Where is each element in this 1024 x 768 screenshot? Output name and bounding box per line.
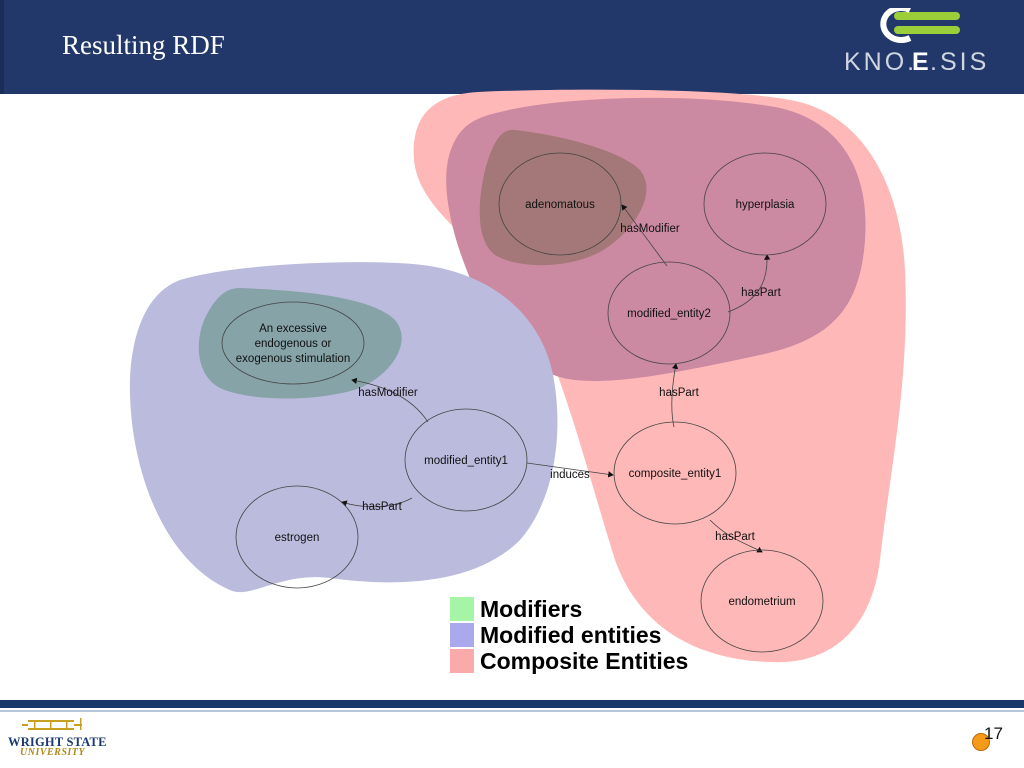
- edge-label-me1-hasmodifier: hasModifier: [358, 387, 418, 399]
- wright-state-name: WRIGHT STATE: [8, 735, 107, 749]
- footer-bar-thin: [0, 710, 1024, 712]
- edge-me1-induces: [526, 462, 614, 478]
- node-hyperplasia: [703, 152, 827, 256]
- svg-text:E: E: [912, 48, 929, 76]
- node-adenomatous: [498, 152, 622, 256]
- edge-label-me1-haspart: hasPart: [362, 501, 402, 513]
- node-estrogen: [235, 485, 359, 589]
- rdf-diagram: hasModifier hasPart hasPart hasModifier …: [129, 89, 906, 663]
- node-label-modified-entity1: modified_entity1: [424, 455, 508, 467]
- svg-text:KNO.: KNO.: [844, 48, 917, 76]
- node-label-composite-entity1: composite_entity1: [629, 468, 722, 480]
- node-stimulation: [221, 301, 365, 385]
- legend-label-modified-entities: Modified entities: [480, 621, 662, 648]
- edge-label-me2-haspart: hasPart: [741, 287, 781, 299]
- legend-label-modifiers: Modifiers: [480, 595, 583, 622]
- edge-ce1-haspart-me2: [671, 363, 679, 428]
- edge-me1-haspart: [341, 497, 413, 508]
- legend-swatch-modifiers: [450, 597, 474, 621]
- node-label-estrogen: estrogen: [275, 532, 320, 544]
- legend-item-modified-entities: Modified entities: [450, 622, 688, 648]
- legend-item-composite-entities: Composite Entities: [450, 648, 688, 674]
- node-label-stimulation-3: exogenous stimulation: [236, 353, 350, 365]
- node-label-hyperplasia: hyperplasia: [736, 199, 795, 211]
- slide-header: Resulting RDF KNO. E .SIS: [0, 0, 1024, 94]
- legend-item-modifiers: Modifiers: [450, 596, 688, 622]
- node-endometrium: [700, 549, 824, 653]
- node-label-modified-entity2: modified_entity2: [627, 308, 711, 320]
- node-modified-entity1: [404, 408, 528, 512]
- footer-bar: [0, 700, 1024, 708]
- legend-label-composite-entities: Composite Entities: [480, 647, 689, 674]
- knoesis-logo: KNO. E .SIS: [844, 8, 989, 76]
- slide-title: Resulting RDF: [62, 30, 225, 60]
- svg-text:.SIS: .SIS: [930, 48, 989, 76]
- edge-me2-hasmodifier: [621, 204, 668, 267]
- edge-label-ce1-haspart-endo: hasPart: [715, 531, 755, 543]
- legend-swatch-modified-entities: [450, 623, 474, 647]
- modifiers-region-top: [479, 129, 647, 266]
- node-label-adenomatous: adenomatous: [525, 199, 595, 211]
- page-number: 17: [984, 724, 1003, 743]
- modifiers-region-left: [198, 288, 402, 399]
- legend: Modifiers Modified entities Composite En…: [450, 596, 688, 674]
- edge-label-me2-hasmodifier: hasModifier: [620, 223, 680, 235]
- node-label-endometrium: endometrium: [728, 596, 795, 608]
- edge-label-ce1-haspart-me2: hasPart: [659, 387, 699, 399]
- wright-state-logo-icon: [22, 718, 82, 730]
- node-modified-entity2: [607, 261, 731, 365]
- edge-me1-hasmodifier: [351, 377, 429, 423]
- node-label-stimulation-1: An excessive: [259, 323, 327, 335]
- legend-swatch-composite-entities: [450, 649, 474, 673]
- edge-me2-haspart: [727, 254, 771, 313]
- node-label-stimulation-2: endogenous or: [255, 338, 332, 350]
- wright-state-subtitle: UNIVERSITY: [20, 747, 86, 758]
- edge-label-me1-induces: induces: [550, 469, 590, 481]
- node-composite-entity1: [613, 421, 737, 525]
- page-number-dot: [972, 733, 990, 751]
- header-edge: [0, 0, 4, 94]
